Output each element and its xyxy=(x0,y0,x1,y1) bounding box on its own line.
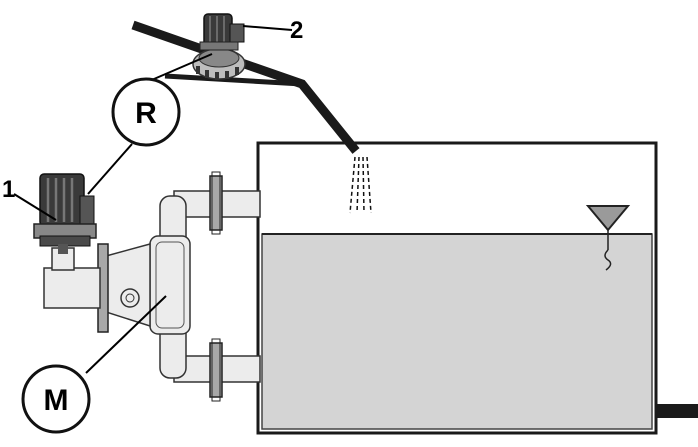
leader-lines xyxy=(13,25,293,374)
circle-label-r: R xyxy=(111,77,181,147)
circle-r-text: R xyxy=(135,97,157,130)
pump-assembly xyxy=(43,171,261,402)
label-motor-1: 1 xyxy=(2,176,15,203)
spray-nozzle-icon xyxy=(349,156,372,214)
pump-motor-icon xyxy=(33,173,97,254)
water-level-triangle-icon xyxy=(585,205,631,271)
label-motor-2: 2 xyxy=(290,17,303,44)
outlet-pipe xyxy=(656,404,698,418)
pump-motor-icon xyxy=(192,13,246,80)
tank xyxy=(256,141,698,435)
spray-pipe xyxy=(131,20,360,154)
circle-m-text: M xyxy=(44,384,69,417)
circle-label-m: M xyxy=(21,364,91,434)
tank-water xyxy=(261,233,653,430)
